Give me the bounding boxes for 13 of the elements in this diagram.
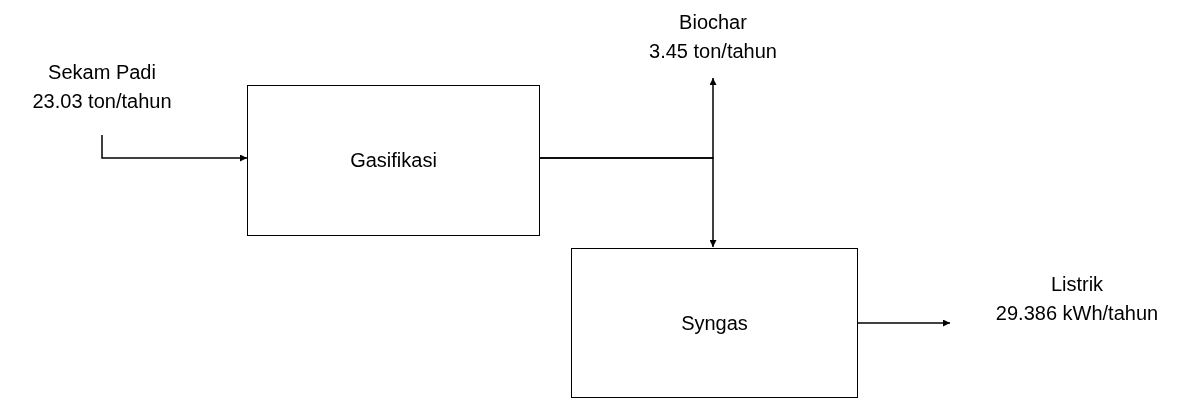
process-box	[571, 248, 858, 398]
flow-label: 3.45 ton/tahun	[649, 39, 777, 64]
process-box	[247, 85, 540, 236]
arrow	[857, 319, 951, 327]
arrow	[539, 157, 717, 248]
flow-label: Listrik	[1050, 272, 1104, 297]
flow-label: Biochar	[679, 10, 747, 35]
arrow	[101, 134, 248, 162]
flow-label: 29.386 kWh/tahun	[995, 301, 1159, 326]
flow-label: 23.03 ton/tahun	[32, 89, 172, 114]
process-label: Gasifikasi	[350, 148, 437, 173]
flow-label: Sekam Padi	[48, 60, 156, 85]
process-label: Syngas	[681, 310, 748, 336]
